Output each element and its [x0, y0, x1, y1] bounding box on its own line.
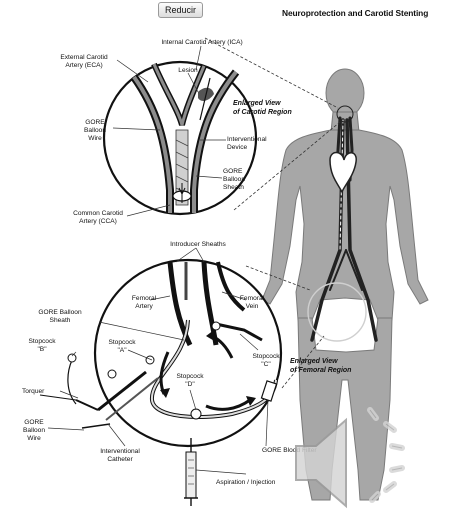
label-gore-sheath-1: GORE Balloon: [38, 309, 82, 316]
label-femoral-artery-2: Artery: [135, 303, 153, 310]
label-catheter-2: Catheter: [107, 456, 133, 463]
label-interventional-1: Interventional: [227, 136, 267, 143]
label-lesion: Lesion: [178, 67, 198, 74]
label-sheath-1: GORE: [223, 168, 243, 175]
label-stopcock-a-1: Stopcock: [108, 339, 136, 346]
label-interventional-2: Device: [227, 144, 247, 151]
label-stopcock-a-2: "A": [117, 347, 127, 354]
label-stopcock-b-1: Stopcock: [28, 338, 56, 345]
label-balloon-wire-2: Balloon: [84, 127, 106, 134]
label-stopcock-d-2: "D": [185, 381, 195, 388]
label-stopcock-c-2: "C": [261, 361, 271, 368]
label-introducer: Introducer Sheaths: [170, 241, 226, 248]
label-stopcock-d-1: Stopcock: [176, 373, 204, 380]
label-aspiration: Aspiration / Injection: [216, 479, 276, 486]
label-cca-1: Common Carotid: [73, 210, 123, 217]
label-eca-1: External Carotid: [60, 54, 108, 61]
label-femoral-vein-1: Femoral: [240, 295, 265, 302]
label-catheter-1: Interventional: [100, 448, 140, 455]
label-gore-wire-1: GORE: [24, 419, 44, 426]
label-balloon-wire-3: Wire: [88, 135, 102, 142]
label-femoral-enlarged-2: of Femoral Region: [290, 367, 351, 374]
label-gore-wire-2: Balloon: [23, 427, 45, 434]
label-femoral-artery-1: Femoral: [132, 295, 157, 302]
label-stopcock-c-1: Stopcock: [252, 353, 280, 360]
label-femoral-vein-2: Vein: [246, 303, 259, 310]
label-gore-wire-3: Wire: [27, 435, 41, 442]
label-eca-2: Artery (ECA): [65, 62, 102, 69]
label-sheath-2: Balloon: [223, 176, 245, 183]
label-cca-2: Artery (CCA): [79, 218, 117, 225]
label-carotid-enlarged-2: of Carotid Region: [233, 109, 292, 116]
label-balloon-wire-1: GORE: [85, 119, 105, 126]
label-carotid-enlarged-1: Enlarged View: [233, 100, 281, 107]
label-ica: Internal Carotid Artery (ICA): [161, 39, 242, 46]
label-sheath-3: Sheath: [223, 184, 244, 191]
label-stopcock-b-2: "B": [37, 346, 47, 353]
label-femoral-enlarged-1: Enlarged View: [290, 358, 338, 365]
label-torquer: Torquer: [22, 388, 45, 395]
label-gore-sheath-2: Sheath: [50, 317, 71, 324]
